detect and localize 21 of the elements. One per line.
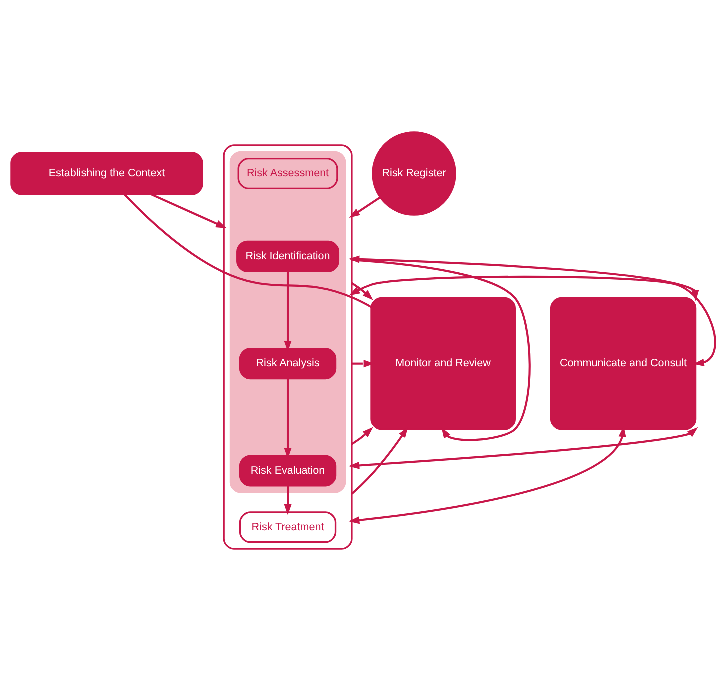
node-circle: Risk Register <box>372 132 456 216</box>
node-box: Establishing the Context <box>10 152 204 196</box>
node-box: Risk Evaluation <box>239 455 337 487</box>
cluster <box>230 151 346 494</box>
arrow <box>351 282 374 300</box>
arrow <box>351 427 408 495</box>
node-box: Risk Identification <box>236 240 340 272</box>
node-box: Risk Assessment <box>238 158 338 190</box>
node-box: Risk Treatment <box>239 512 337 544</box>
arrow <box>348 426 626 524</box>
connector <box>124 194 372 308</box>
node-box: Monitor and Review <box>370 297 516 430</box>
arrow <box>151 194 227 228</box>
node-box: Communicate and Consult <box>550 297 697 430</box>
arrow <box>348 427 698 470</box>
arrow <box>351 427 374 446</box>
arrow <box>349 276 716 366</box>
arrow <box>284 486 292 516</box>
node-box: Risk Analysis <box>239 348 337 380</box>
cluster <box>223 144 353 550</box>
arrow <box>349 196 381 218</box>
